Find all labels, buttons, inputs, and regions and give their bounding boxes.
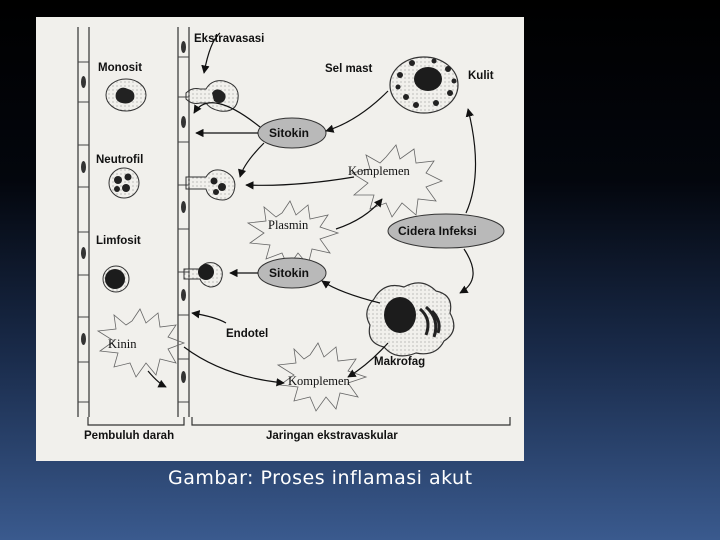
komplemen-top-starburst [352, 145, 442, 217]
label-limfosit: Limfosit [96, 235, 141, 247]
monosit-cell [106, 79, 146, 111]
arrow-cidera-to-kulit [466, 109, 476, 213]
label-pembuluh-darah: Pembuluh darah [84, 430, 174, 442]
label-endotel: Endotel [226, 328, 268, 340]
arrow-sitokin-to-monosit [194, 103, 260, 127]
arrow-makrofag-to-sitokin [322, 281, 380, 303]
label-sitokin-top: Sitokin [269, 126, 309, 140]
neutrofil-cell [109, 168, 139, 198]
arrow-plasmin-to-komplemen [336, 199, 382, 229]
label-komplemen-top: Komplemen [348, 164, 411, 178]
caption: Gambar: Proses inflamasi akut [168, 467, 473, 489]
limfosit-extravasating [184, 263, 222, 287]
label-kinin: Kinin [108, 337, 137, 351]
plasmin-starburst [248, 201, 338, 267]
monosit-extravasating [186, 81, 238, 112]
arrow-selmast-to-sitokin [326, 91, 388, 131]
arrow-komplemen-to-neutrofil [246, 177, 354, 185]
arrow-endotel [192, 313, 226, 323]
sel-mast-cell [390, 57, 458, 113]
arrow-kinin-down [148, 371, 166, 387]
arrow-kinin-to-komplemen [184, 347, 284, 383]
vessel-wall-left [78, 27, 89, 417]
label-makrofag: Makrofag [374, 356, 425, 368]
label-neutrofil: Neutrofil [96, 154, 143, 166]
label-sel-mast: Sel mast [325, 63, 372, 75]
makrofag-cell [367, 283, 454, 356]
label-cidera-infeksi: Cidera Infeksi [398, 224, 477, 238]
label-monosit: Monosit [98, 62, 142, 74]
label-jaringan-ekstravaskular: Jaringan ekstravaskular [266, 430, 398, 442]
arrow-cidera-to-makrofag [460, 249, 473, 293]
label-ekstravasasi: Ekstravasasi [194, 33, 264, 45]
pembuluh-darah-brace [88, 417, 184, 425]
vessel-wall-right [178, 27, 189, 417]
label-kulit: Kulit [468, 70, 494, 82]
neutrofil-extravasating [186, 170, 235, 200]
label-komplemen-bottom: Komplemen [288, 374, 351, 388]
inflammation-diagram: Ekstravasasi Monosit Sel mast Kulit Sito… [36, 17, 524, 461]
jaringan-brace [192, 417, 510, 425]
limfosit-cell [103, 266, 129, 292]
arrow-sitokin-to-neutrofil [240, 143, 264, 177]
label-sitokin-bottom: Sitokin [269, 266, 309, 280]
label-plasmin: Plasmin [268, 218, 309, 232]
